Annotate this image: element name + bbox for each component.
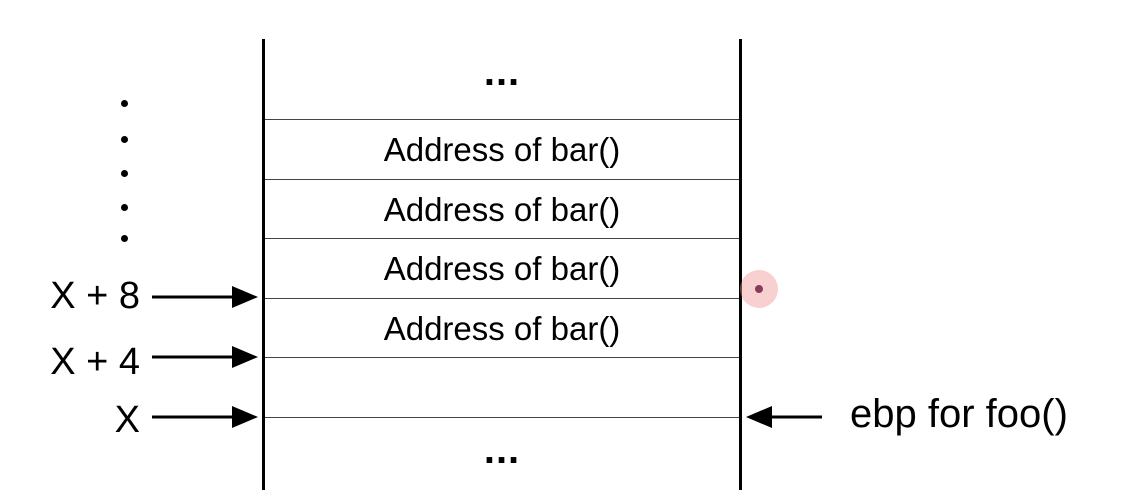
label-ebp-for-foo: ebp for foo() bbox=[850, 392, 1068, 436]
row-divider bbox=[265, 179, 739, 180]
label-x-plus-4: X + 4 bbox=[50, 341, 140, 383]
right-arrow-icon bbox=[152, 346, 258, 368]
row-divider bbox=[265, 298, 739, 299]
cursor-center bbox=[755, 285, 763, 293]
mouse-cursor-icon bbox=[740, 270, 778, 308]
stack-cell: Address of bar() bbox=[383, 250, 621, 287]
row-divider bbox=[265, 119, 739, 120]
label-x: X bbox=[114, 399, 140, 441]
dot bbox=[121, 170, 128, 177]
dot bbox=[121, 235, 128, 242]
vertical-ellipsis-icon bbox=[117, 92, 131, 252]
row-divider bbox=[265, 357, 739, 358]
right-arrow-icon bbox=[152, 406, 258, 428]
dot bbox=[121, 100, 128, 107]
dot bbox=[121, 204, 128, 211]
stack-left-wall bbox=[262, 39, 265, 490]
left-arrow-icon bbox=[746, 406, 822, 428]
stack-bottom-ellipsis: ... bbox=[483, 428, 521, 472]
stack-cell: Address of bar() bbox=[383, 131, 621, 168]
stack-top-ellipsis: ... bbox=[483, 50, 521, 94]
right-arrow-icon bbox=[152, 286, 258, 308]
row-divider bbox=[265, 417, 739, 418]
label-x-plus-8: X + 8 bbox=[50, 275, 140, 317]
stack-cell: Address of bar() bbox=[383, 191, 621, 228]
stack-right-wall bbox=[739, 39, 742, 490]
dot bbox=[121, 136, 128, 143]
row-divider bbox=[265, 238, 739, 239]
stack-cell: Address of bar() bbox=[383, 310, 621, 347]
